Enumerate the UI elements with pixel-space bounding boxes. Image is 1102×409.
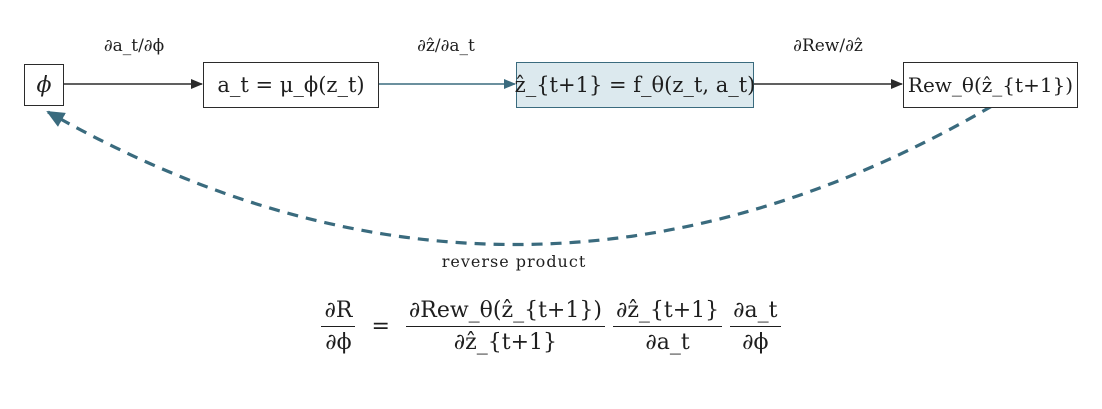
edge-label-policy-to-dynamics: ∂ẑ/∂a_t [417,36,475,56]
policy-node: a_t = μ_ϕ(z_t) [203,62,379,108]
dynamics-node: ẑ_{t+1} = f_θ(z_t, a_t) [514,62,756,108]
phi-node: ϕ [24,64,64,106]
reward-derivative-numerator: ∂Rew_θ(ẑ_{t+1}) [405,298,605,327]
edge-label-dynamics-to-reward: ∂Rew/∂ẑ [793,36,863,56]
chain-rule-equation: ∂R ∂ϕ = ∂Rew_θ(ẑ_{t+1}) ∂ẑ_{t+1} ∂ẑ_{t+1… [0,298,1102,355]
edge-label-phi-to-policy: ∂a_t/∂ϕ [103,36,165,56]
reward-derivative-denominator: ∂ẑ_{t+1} [453,330,558,355]
equals-sign: = [371,314,390,339]
reward-derivative-fraction: ∂Rew_θ(ẑ_{t+1}) ∂ẑ_{t+1} [405,298,605,355]
lhs-numerator: ∂R [321,298,356,327]
reward-node-label: Rew_θ(ẑ_{t+1}) [907,73,1074,97]
dynamics-derivative-numerator: ∂ẑ_{t+1} [612,298,723,327]
policy-node-label: a_t = μ_ϕ(z_t) [217,73,365,97]
reward-node: Rew_θ(ẑ_{t+1}) [903,62,1078,108]
phi-node-label: ϕ [36,72,52,98]
reverse-gradient-arrow [46,104,993,247]
dynamics-derivative-fraction: ∂ẑ_{t+1} ∂a_t [612,298,723,355]
policy-derivative-denominator: ∂ϕ [742,330,769,355]
dynamics-node-label: ẑ_{t+1} = f_θ(z_t, a_t) [514,73,756,97]
lhs-denominator: ∂ϕ [325,330,352,355]
lhs-fraction: ∂R ∂ϕ [321,298,356,355]
dynamics-derivative-denominator: ∂a_t [645,330,690,355]
policy-derivative-fraction: ∂a_t ∂ϕ [730,298,781,355]
policy-derivative-numerator: ∂a_t [730,298,781,327]
reverse-product-caption: reverse product [441,252,587,271]
